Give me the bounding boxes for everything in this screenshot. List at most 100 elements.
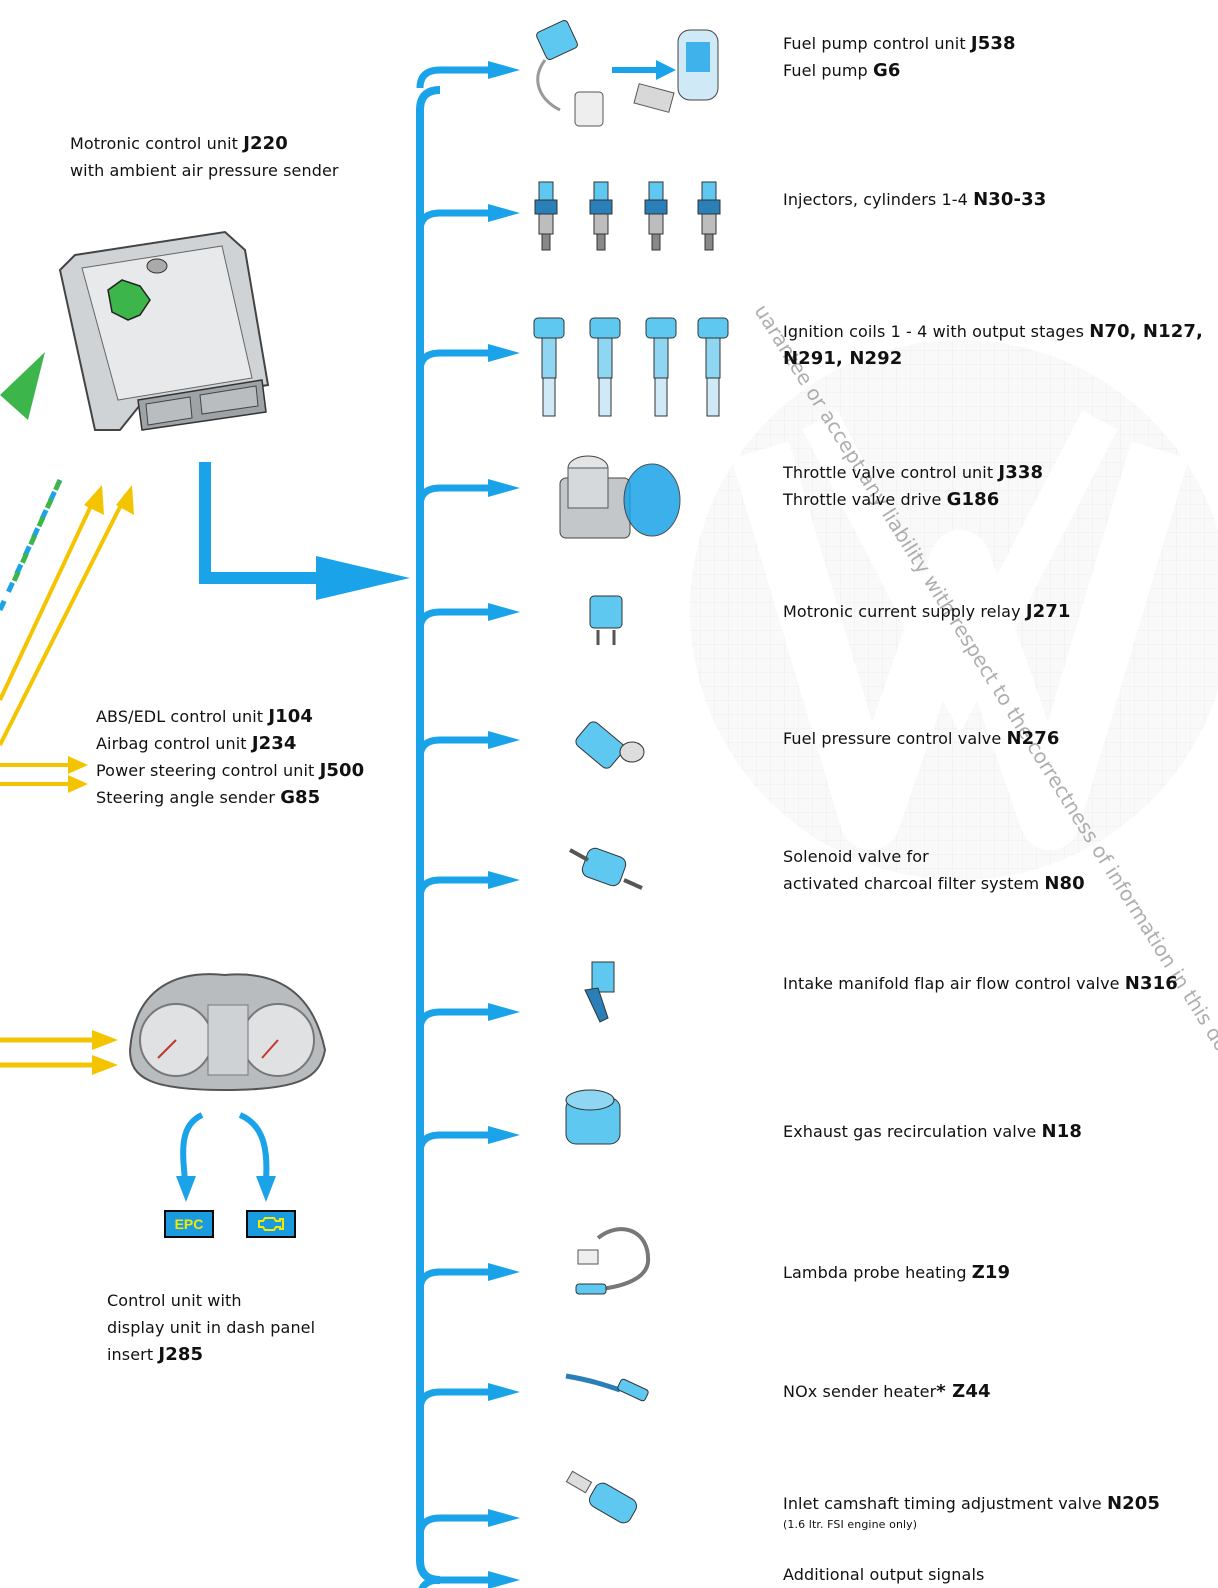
output-note: (1.6 ltr. FSI engine only)	[783, 1518, 918, 1531]
output-code: G6	[872, 60, 901, 81]
output-code: J538	[970, 33, 1016, 54]
watermark-logo	[690, 340, 1218, 880]
output-code: N276	[1006, 728, 1060, 749]
output-code: N291, N292	[783, 348, 903, 369]
output-label-text: Throttle valve drive	[783, 490, 947, 509]
lambda-probe-icon	[575, 1227, 651, 1295]
output-code: J338	[998, 462, 1044, 483]
input-code-steering: J500	[319, 760, 365, 781]
output-code: N316	[1124, 973, 1178, 994]
output-label-text: Fuel pump	[783, 61, 873, 80]
coil-shape	[697, 317, 729, 417]
bus-branch-arrow	[416, 1003, 520, 1031]
dash-label-line3: insert	[107, 1345, 159, 1364]
output-label-text: Inlet camshaft timing adjustment valve	[783, 1494, 1107, 1513]
output-label-text: Lambda probe heating	[783, 1263, 972, 1282]
intake-flap-valve-icon	[584, 961, 615, 1023]
nox-sender-icon	[565, 1373, 649, 1402]
output-bus	[416, 61, 520, 1588]
coil-shape	[533, 317, 565, 417]
ecu-label-text: Motronic control unit	[70, 134, 244, 153]
bus-branch-arrow	[416, 344, 520, 372]
injector-icon	[534, 181, 721, 251]
output-label-text: Fuel pressure control valve	[783, 729, 1007, 748]
output-code: J271	[1025, 601, 1071, 622]
bus-branch-arrow	[416, 871, 520, 899]
relay-icon	[589, 595, 623, 645]
ignition-coil-icon	[533, 317, 729, 417]
output-label-camshaft-valve-icon: Inlet camshaft timing adjustment valve N…	[783, 1490, 1160, 1533]
output-label-text: activated charcoal filter system	[783, 874, 1045, 893]
output-code: N80	[1044, 873, 1085, 894]
dash-label-line1: Control unit with	[107, 1291, 242, 1310]
output-code: * Z44	[936, 1381, 991, 1402]
camshaft-valve-icon	[565, 1470, 637, 1524]
injector-shape	[589, 181, 613, 251]
yellow-line-2	[0, 494, 128, 746]
injector-shape	[697, 181, 721, 251]
output-label-lambda-probe-icon: Lambda probe heating Z19	[783, 1259, 1010, 1286]
green-arrow-head	[0, 352, 45, 420]
ecu-box-icon	[58, 230, 270, 431]
output-label-pressure-valve-icon: Fuel pressure control valve N276	[783, 725, 1060, 752]
input-code-airbag: J234	[251, 733, 297, 754]
output-code: N70, N127,	[1089, 321, 1203, 342]
bus-branch-arrow	[416, 61, 520, 89]
output-label-text: Intake manifold flap air flow control va…	[783, 974, 1125, 993]
ecu-label: Motronic control unit J220 with ambient …	[70, 130, 339, 184]
bus-branch-arrow	[416, 1383, 520, 1411]
fuel-pump-icon	[536, 20, 719, 127]
output-label-text: Injectors, cylinders 1-4	[783, 190, 974, 209]
ecu-code: J220	[243, 133, 288, 154]
output-label-text: Exhaust gas recirculation valve	[783, 1122, 1042, 1141]
output-label-additional-signals: Additional output signals	[783, 1561, 984, 1588]
bus-branch-arrow	[416, 1126, 520, 1154]
output-code: N18	[1041, 1121, 1082, 1142]
solenoid-valve-icon	[569, 847, 643, 890]
dash-panel-icon	[128, 973, 327, 1092]
output-code: N205	[1106, 1493, 1160, 1514]
output-label-injector-icon: Injectors, cylinders 1-4 N30-33	[783, 186, 1046, 213]
dash-code: J285	[158, 1344, 204, 1365]
output-label-ignition-coil-icon: Ignition coils 1 - 4 with output stages …	[783, 318, 1203, 372]
output-code: N30-33	[973, 189, 1047, 210]
output-label-text: Additional output signals	[783, 1565, 985, 1584]
output-label-intake-flap-valve-icon: Intake manifold flap air flow control va…	[783, 970, 1178, 997]
yellow-line-1	[0, 494, 98, 701]
bus-branch-arrow	[416, 1509, 520, 1537]
bus-branch-arrow	[416, 731, 520, 759]
ecu-output-arrow	[199, 462, 410, 600]
epc-warning-lamp: EPC	[164, 1210, 214, 1238]
coil-shape	[589, 317, 621, 417]
output-label-egr-valve-icon: Exhaust gas recirculation valve N18	[783, 1118, 1082, 1145]
output-label-text: Fuel pump control unit	[783, 34, 971, 53]
incoming-signal-lines	[0, 352, 134, 1075]
output-code: G186	[946, 489, 1000, 510]
bus-branch-arrow	[418, 1571, 520, 1588]
injector-shape	[644, 181, 668, 251]
output-label-nox-sender-icon: NOx sender heater* Z44	[783, 1378, 991, 1405]
output-label-text: Motronic current supply relay	[783, 602, 1026, 621]
egr-valve-icon	[565, 1089, 621, 1145]
dash-warning-arrows	[176, 1112, 276, 1202]
check-engine-icon	[246, 1210, 296, 1238]
input-code-abs: J104	[268, 706, 314, 727]
ecu-label-line2: with ambient air pressure sender	[70, 161, 339, 180]
engine-glyph	[258, 1217, 284, 1231]
input-label-steering: Power steering control unit	[96, 761, 320, 780]
output-label-text: Ignition coils 1 - 4 with output stages	[783, 322, 1090, 341]
bus-branch-arrow	[416, 479, 520, 507]
output-label-text: NOx sender heater	[783, 1382, 937, 1401]
input-label-airbag: Airbag control unit	[96, 734, 252, 753]
dash-label-line2: display unit in dash panel	[107, 1318, 316, 1337]
input-code-angle: G85	[280, 787, 321, 808]
input-label-abs: ABS/EDL control unit	[96, 707, 269, 726]
bus-branch-arrow	[416, 204, 520, 232]
coil-shape	[645, 317, 677, 417]
output-label-relay-icon: Motronic current supply relay J271	[783, 598, 1071, 625]
throttle-valve-icon	[559, 455, 681, 539]
injector-shape	[534, 181, 558, 251]
